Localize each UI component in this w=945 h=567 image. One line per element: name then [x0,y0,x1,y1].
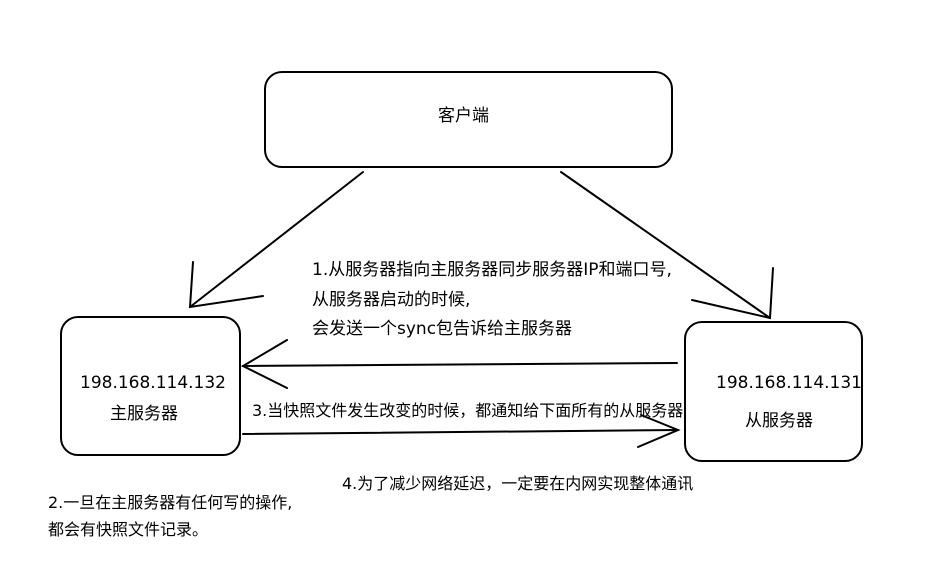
note2-line2: 都会有快照文件记录。 [48,520,209,539]
arrow-client-to-slave [560,171,771,319]
master-label: 主服务器 [110,404,178,424]
arrowhead-client-to-slave [691,267,774,320]
slave-server-box [684,321,863,462]
note4: 4.为了减少网络延迟，一定要在内网实现整体通讯 [342,474,694,493]
note1-line3: 会发送一个sync包告诉给主服务器 [312,319,573,339]
note1-line1: 1.从服务器指向主服务器同步服务器IP和端口号, [312,260,672,280]
arrowhead-client-to-master [188,261,264,309]
arrowhead-slave-to-master [240,339,288,389]
slave-ip: 198.168.114.131 [716,373,863,393]
slave-label: 从服务器 [745,411,813,431]
note2-line1: 2.一旦在主服务器有任何写的操作, [48,493,293,512]
client-label: 客户端 [438,106,489,126]
arrow-client-to-master [189,171,364,308]
note1-line2: 从服务器启动的时候, [312,290,471,310]
arrow-master-to-slave [242,429,679,435]
arrow-slave-to-master [242,362,678,367]
arrowhead-master-to-slave [637,414,681,448]
note3: 3.当快照文件发生改变的时候，都通知给下面所有的从服务器 [252,401,684,420]
client-box [264,71,673,168]
master-server-box [60,316,241,456]
master-ip: 198.168.114.132 [80,373,227,393]
